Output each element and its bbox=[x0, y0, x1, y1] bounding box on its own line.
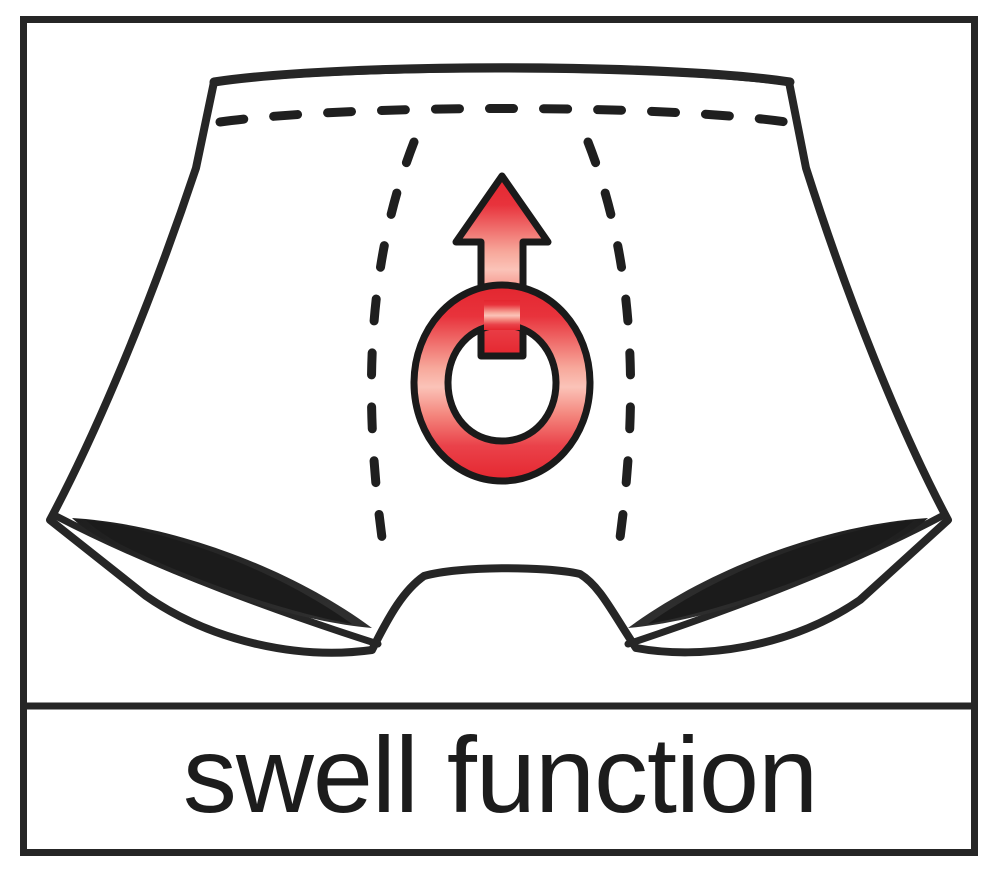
male-symbol-stem-joint bbox=[484, 300, 520, 330]
caption-area: swell function bbox=[183, 714, 818, 835]
waistband-rim bbox=[209, 63, 795, 87]
left-leg-opening-shadow-core bbox=[86, 520, 352, 624]
right-leg-opening-shadow-core bbox=[648, 520, 914, 624]
caption-label: swell function bbox=[183, 714, 817, 835]
waistband-stitch bbox=[215, 104, 791, 127]
male-symbol-arrow-up bbox=[410, 172, 594, 485]
male-symbol-arrow bbox=[452, 172, 552, 360]
male-symbol-ring bbox=[410, 281, 594, 485]
boxer-shorts-illustration bbox=[46, 63, 952, 657]
